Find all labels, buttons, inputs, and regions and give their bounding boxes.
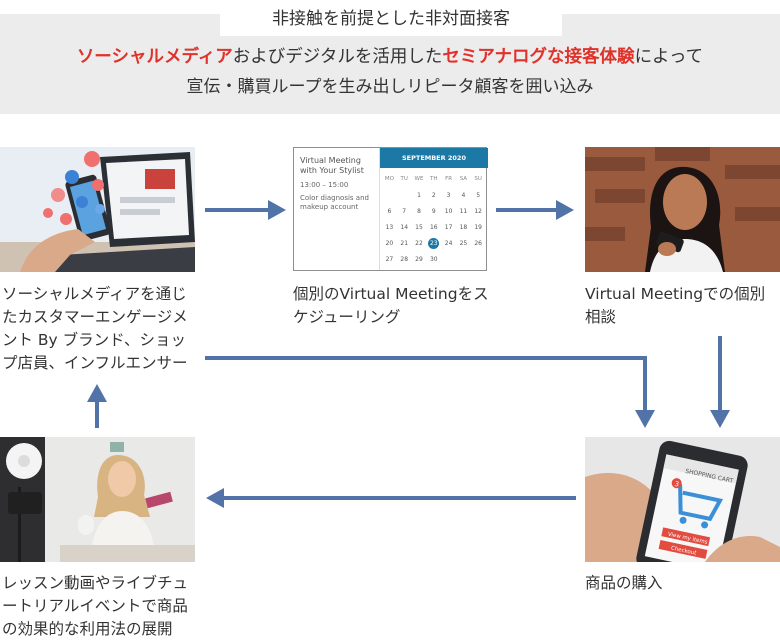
calendar-day: 15 [415, 223, 423, 231]
calendar-day: 17 [444, 223, 453, 231]
calendar-week-row: 27 28 29 30 [382, 251, 486, 267]
calendar-week-row: 1 2 3 4 5 [382, 187, 486, 203]
calendar-day: 11 [459, 207, 468, 215]
calendar-day: 25 [459, 239, 468, 247]
arrow-schedule-to-consult [496, 200, 574, 220]
calendar-day: 30 [429, 255, 438, 263]
step-schedule-caption: 個別のVirtual Meetingをスケジューリング [293, 285, 489, 326]
calendar-day-selected: 23 [426, 237, 441, 249]
weekday-label: WE [414, 176, 424, 182]
weekday-label: SA [459, 176, 468, 182]
header-subtitle-line2: 宣伝・購買ループを生み出しリピータ顧客を囲い込み [186, 77, 594, 97]
cart-icon: 3 View my items Checkout [658, 478, 724, 559]
arrow-lesson-to-social [87, 384, 107, 428]
selected-day-marker: 23 [428, 237, 440, 249]
calendar-day: 19 [474, 223, 482, 231]
calendar-week-row: 13 14 15 16 17 18 19 [382, 219, 486, 235]
arrow-purchase-to-lesson [206, 488, 576, 508]
calendar-day: 4 [461, 191, 466, 199]
calendar-day: 29 [415, 255, 423, 263]
page-title: 非接触を前提とした非対面接客 [220, 3, 562, 36]
calendar-day: 28 [400, 255, 409, 263]
calendar-day: 20 [385, 239, 394, 247]
calendar-day: 6 [387, 207, 392, 215]
calendar-day: 8 [417, 207, 421, 215]
subtitle-tail: によって [634, 47, 704, 67]
cart-badge: 3 [674, 480, 680, 489]
highlight-social-media: ソーシャルメディア [76, 47, 233, 67]
virtual-meeting-photo [585, 147, 780, 272]
calendar-day: 13 [385, 223, 394, 231]
calendar-day: 22 [415, 239, 423, 247]
phone-button-checkout: Checkout [670, 545, 697, 556]
event-title: Virtual Meeting with Your Stylist [300, 156, 364, 175]
calendar-day: 9 [431, 207, 436, 215]
calendar-day: 3 [446, 191, 451, 199]
calendar-day: 14 [400, 223, 409, 231]
calendar-week-row: 6 7 8 9 10 11 12 [382, 203, 486, 219]
calendar-day: 27 [385, 255, 394, 263]
calendar-day: 10 [444, 207, 453, 215]
calendar-week-row: 20 21 22 23 24 25 26 [382, 235, 486, 251]
calendar-month-label: SEPTEMBER 2020 [380, 148, 488, 168]
calendar-day: 26 [474, 239, 482, 247]
calendar-day: 21 [400, 239, 409, 247]
weekday-label: MO [384, 176, 394, 182]
weekday-label: TH [430, 176, 438, 182]
arrow-social-to-purchase [205, 356, 655, 428]
event-details: Virtual Meeting with Your Stylist 13:00 … [300, 156, 380, 212]
social-media-photo [0, 147, 195, 272]
highlight-semi-analog: セミアナログな接客体験 [442, 47, 635, 67]
step-social-caption: ソーシャルメディアを通じたカスタマーエンゲージメント By ブランド、ショップ店… [2, 285, 188, 372]
subtitle-mid: およびデジタルを活用した [232, 47, 443, 67]
weekday-label: TU [400, 176, 408, 182]
step-lesson-caption: レッスン動画やライブチュートリアルイベントで商品の効果的な利用法の展開 [2, 574, 189, 638]
calendar-day: 24 [444, 239, 453, 247]
step-consult-caption: Virtual Meetingでの個別相談 [585, 285, 766, 326]
arrow-consult-to-purchase [710, 336, 730, 428]
step-purchase-caption: 商品の購入 [585, 574, 663, 592]
event-note: Color diagnosis and makeup account [300, 194, 369, 211]
arrow-social-to-schedule [205, 200, 286, 220]
calendar-day: 5 [476, 191, 481, 199]
purchase-photo: SHOPPING CART 3 View my items Checkout [585, 437, 780, 562]
calendar-day: 2 [431, 191, 436, 199]
weekday-label: FR [445, 176, 453, 182]
header-subtitle-line1: ソーシャルメディアおよびデジタルを活用したセミアナログな接客体験によって [0, 44, 780, 70]
weekday-label: SU [474, 176, 482, 182]
calendar-day: 12 [474, 207, 482, 215]
event-time: 13:00 – 15:00 [300, 181, 349, 189]
calendar-day: 18 [459, 223, 468, 231]
tutorial-video-photo [0, 437, 195, 562]
calendar-day: 1 [417, 191, 421, 199]
calendar-day: 16 [429, 223, 438, 231]
calendar-day: 7 [402, 207, 407, 215]
calendar-widget: Virtual Meeting with Your Stylist 13:00 … [293, 147, 488, 271]
calendar-weekday-row: MO TU WE TH FR SA SU [382, 171, 486, 187]
